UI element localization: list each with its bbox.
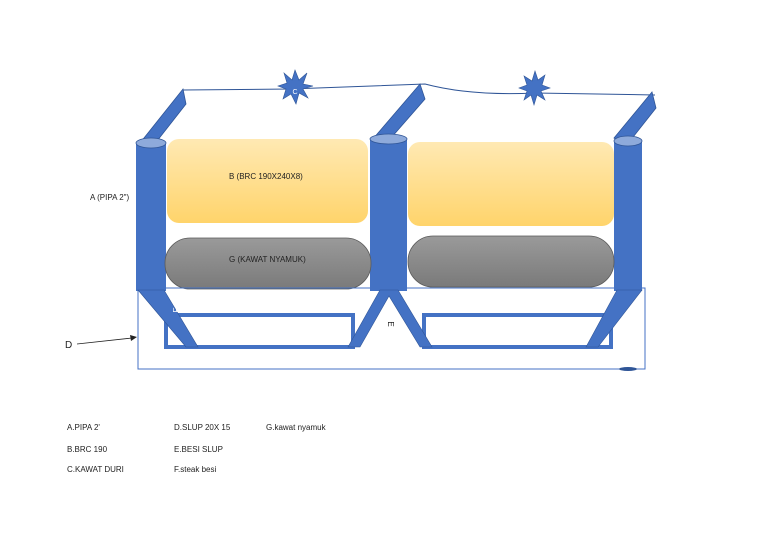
post-right — [613, 135, 643, 291]
brc-panel-left — [167, 139, 368, 223]
label-e: E — [386, 321, 395, 326]
legend-b: B.BRC 190 — [67, 445, 108, 454]
legend-d: D.SLUP 20X 15 — [174, 423, 231, 432]
label-a: A (PIPA 2") — [90, 193, 129, 202]
post-middle — [369, 133, 408, 291]
label-d: D — [65, 340, 72, 351]
legend-e: E.BESI SLUP — [174, 445, 223, 454]
legend-g: G.kawat nyamuk — [266, 423, 326, 432]
label-b: B (BRC 190X240X8) — [229, 172, 303, 181]
mesh-panel-right — [407, 235, 615, 288]
barbed-star-left — [277, 69, 314, 105]
legend-a: A.PIPA 2' — [67, 423, 100, 432]
footing-pipe-end — [619, 367, 637, 371]
barbed-star-right — [518, 70, 551, 107]
slup-frame-right — [422, 313, 613, 349]
footing-outline — [137, 287, 646, 370]
legend-f: F.steak besi — [174, 465, 217, 474]
brc-panel-right — [408, 142, 614, 226]
brace-center — [347, 289, 433, 348]
label-c: C — [292, 89, 297, 96]
d-arrow-line — [76, 337, 133, 345]
label-g: G (KAWAT NYAMUK) — [229, 255, 306, 264]
label-f: F — [172, 307, 181, 312]
mesh-panel-left — [164, 237, 372, 290]
slup-frame-left — [164, 313, 355, 349]
brace-left — [137, 289, 199, 348]
legend-c: C.KAWAT DURI — [67, 465, 124, 474]
post-left — [135, 137, 167, 291]
brace-right — [585, 289, 643, 348]
d-arrow-head — [130, 335, 137, 341]
